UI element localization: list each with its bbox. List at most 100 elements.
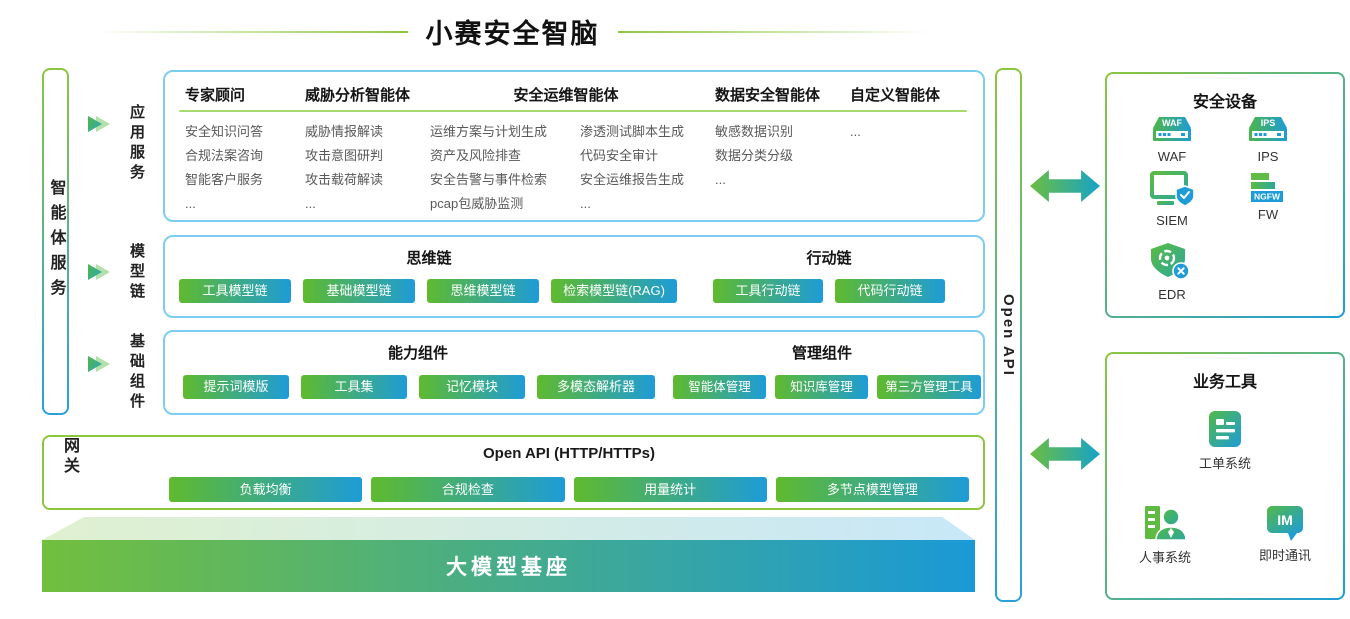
open-api-bar-label: Open API (1000, 293, 1017, 377)
list-item: 渗透测试脚本生成 (580, 124, 685, 139)
column-header: 数据安全智能体 (715, 87, 821, 104)
list-item: 运维方案与计划生成 (430, 124, 548, 139)
gateway-box: 网关 Open API (HTTP/HTTPs) 负载均衡 合规检查 用量统计 … (42, 435, 985, 510)
list-item: ... (580, 196, 591, 211)
chip: 知识库管理 (775, 375, 868, 399)
security-devices-title: 安全设备 (1192, 94, 1257, 111)
device-label: SIEM (1156, 213, 1188, 228)
device-siem: SIEM (1135, 170, 1209, 228)
foundation-platform-top (42, 517, 975, 540)
waf-icon-text: WAF (1162, 118, 1182, 128)
page-title: 小赛安全智脑 (425, 19, 600, 49)
foundation-label: 大模型基座 (446, 556, 571, 579)
column-header: 威胁分析智能体 (305, 87, 411, 104)
gateway-label: 网关 (61, 437, 78, 477)
chip: 负载均衡 (169, 477, 363, 502)
tool-label: 即时通讯 (1258, 548, 1311, 563)
action-chain-chips: 工具行动链 代码行动链 (713, 279, 945, 303)
item-list: 运维方案与计划生成 资产及风险排查 安全告警与事件检索 pcap包威胁监测 (430, 120, 580, 216)
device-label: FW (1257, 207, 1279, 222)
chip: 用量统计 (573, 477, 767, 502)
model-chain-box: 思维链 工具模型链 基础模型链 思维模型链 检索模型链(RAG) 行动链 工具行… (163, 235, 985, 318)
im-chat-icon: IM (1267, 506, 1303, 541)
group-title-management: 管理组件 (791, 345, 852, 362)
device-label: WAF (1157, 149, 1187, 164)
item-list: 渗透测试脚本生成 代码安全审计 安全运维报告生成 ... (580, 120, 705, 216)
tool-im: IM 即时通讯 (1245, 504, 1325, 564)
group-title-capability: 能力组件 (387, 345, 448, 362)
column-header: 专家顾问 (185, 87, 246, 104)
play-icon (88, 264, 112, 280)
list-item: ... (305, 196, 316, 211)
chip: 提示词模版 (183, 375, 289, 399)
chip: 基础模型链 (303, 279, 415, 303)
list-item: 合规法案咨询 (185, 148, 264, 163)
list-item: 智能客户服务 (185, 172, 264, 187)
gateway-chips: 负载均衡 合规检查 用量统计 多节点模型管理 (169, 477, 969, 502)
tool-ticket-system: 工单系统 (1188, 408, 1262, 472)
chip: 思维模型链 (427, 279, 539, 303)
device-ips: IPS IPS (1231, 116, 1305, 164)
chip: 工具行动链 (713, 279, 823, 303)
thought-chain-chips: 工具模型链 基础模型链 思维模型链 检索模型链(RAG) (179, 279, 677, 303)
list-item: ... (850, 124, 861, 139)
edr-shield-icon (1151, 243, 1190, 280)
group-title-thought-chain: 思维链 (406, 250, 452, 267)
im-icon-text: IM (1277, 512, 1293, 528)
ngfw-firewall-icon: NGFW (1251, 173, 1283, 202)
list-item: 攻击意图研判 (305, 148, 384, 163)
ticket-system-icon (1209, 411, 1241, 447)
list-item: 敏感数据识别 (715, 124, 794, 139)
chip: 工具模型链 (179, 279, 291, 303)
play-icon (88, 356, 112, 372)
foundation-platform: 大模型基座 (42, 540, 975, 592)
item-list: 安全知识问答 合规法案咨询 智能客户服务 ... (185, 120, 263, 216)
header-divider (179, 110, 967, 112)
chip: 代码行动链 (835, 279, 945, 303)
row-label-base-components: 基础组件 (128, 333, 145, 413)
list-item: 代码安全审计 (580, 148, 659, 163)
app-services-box: 专家顾问 威胁分析智能体 安全运维智能体 数据安全智能体 自定义智能体 安全知识… (163, 70, 985, 222)
hr-system-icon (1145, 506, 1187, 541)
tool-hr-system: 人事系统 (1125, 502, 1205, 566)
security-devices-panel: 安全设备 WAF WAF (1105, 72, 1345, 318)
column-header: 安全运维智能体 (513, 87, 619, 104)
play-icon (88, 116, 112, 132)
agent-services-bar: 智能体服务 (42, 68, 69, 415)
double-arrow-icon (1030, 438, 1100, 470)
list-item: 攻击载荷解读 (305, 172, 384, 187)
ngfw-icon-text: NGFW (1254, 192, 1281, 202)
column-threat-analysis: 威胁分析智能体 (305, 84, 430, 105)
title-line-left (95, 30, 408, 33)
chip: 检索模型链(RAG) (551, 279, 677, 303)
tool-label: 工单系统 (1198, 456, 1251, 471)
waf-appliance-icon: WAF (1153, 117, 1191, 141)
management-chips: 智能体管理 知识库管理 第三方管理工具 (673, 375, 981, 399)
siem-monitor-icon (1150, 171, 1195, 207)
item-list: 威胁情报解读 攻击意图研判 攻击载荷解读 ... (305, 120, 383, 216)
gateway-title: Open API (HTTP/HTTPs) (483, 445, 655, 462)
device-label: EDR (1158, 287, 1186, 302)
device-label: IPS (1257, 149, 1279, 164)
list-item: 资产及风险排查 (430, 148, 522, 163)
column-custom-agent: 自定义智能体 (850, 84, 960, 105)
list-item: ... (715, 172, 726, 187)
base-components-box: 能力组件 提示词模版 工具集 记忆模块 多模态解析器 管理组件 智能体管理 知识… (163, 330, 985, 415)
chip: 记忆模块 (419, 375, 525, 399)
item-list: 敏感数据识别 数据分类分级 ... (715, 120, 793, 192)
column-security-ops: 安全运维智能体 (430, 84, 702, 105)
list-item: ... (185, 196, 196, 211)
column-header: 自定义智能体 (850, 87, 941, 104)
chip: 多模态解析器 (537, 375, 655, 399)
row-label-app-services: 应用服务 (128, 104, 145, 184)
title-row: 小赛安全智脑 (95, 12, 930, 51)
chip: 智能体管理 (673, 375, 766, 399)
business-tools-title: 业务工具 (1192, 374, 1257, 391)
ips-appliance-icon: IPS (1249, 117, 1287, 141)
chip: 第三方管理工具 (877, 375, 981, 399)
capability-chips: 提示词模版 工具集 记忆模块 多模态解析器 (183, 375, 655, 399)
list-item: pcap包威胁监测 (430, 196, 524, 211)
double-arrow-icon (1030, 170, 1100, 202)
list-item: 安全告警与事件检索 (430, 172, 548, 187)
device-fw: NGFW FW (1231, 172, 1305, 222)
